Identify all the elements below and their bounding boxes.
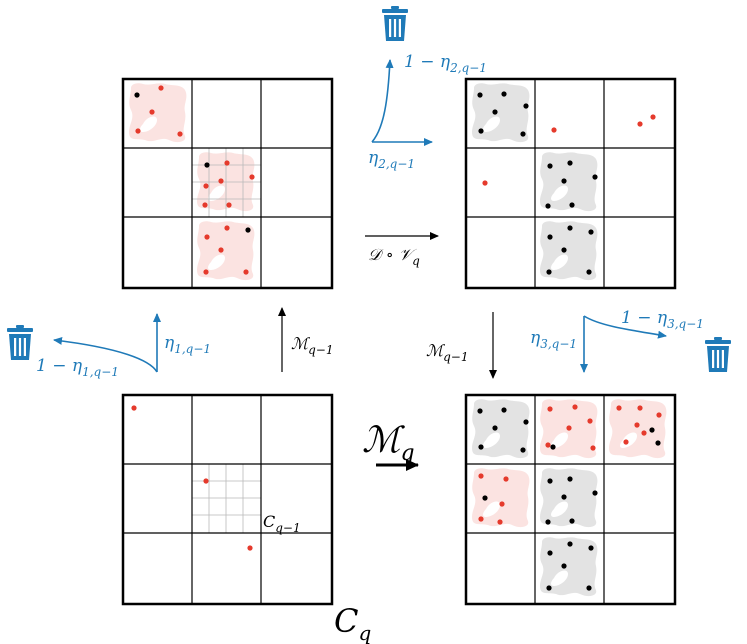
- particles: [477, 404, 662, 591]
- branch-eta2: 1 − η2,q−1 η2,q−1: [368, 6, 487, 171]
- trash-icon: [705, 337, 731, 372]
- c-q-minus-1-label: Cq−1: [263, 512, 301, 535]
- grid-top-left: [121, 77, 334, 290]
- particles: [477, 91, 656, 275]
- grid-top-right: [464, 77, 677, 290]
- dv-operator-label: 𝒟 ∘ 𝒱q: [368, 245, 420, 268]
- one-minus-eta3-label: 1 − η3,q−1: [621, 308, 704, 331]
- particles: [131, 405, 253, 551]
- branch-eta1: η1,q−1 1 − η1,q−1: [7, 313, 211, 379]
- eta1-label: η1,q−1: [164, 333, 211, 356]
- grid-bottom-left: [121, 393, 334, 606]
- grid-bottom-right: [464, 393, 677, 606]
- trash-icon: [382, 6, 408, 41]
- one-minus-eta2-label: 1 − η2,q−1: [404, 52, 487, 75]
- branch-eta3: 1 − η3,q−1 η3,q−1: [530, 308, 731, 373]
- m-prev-left-label: ℳq−1: [291, 334, 333, 357]
- fine-subgrid: [192, 464, 261, 533]
- eta2-label: η2,q−1: [368, 148, 415, 171]
- fine-subgrid: [192, 148, 261, 217]
- m-prev-left: ℳq−1: [278, 307, 333, 372]
- m-prev-right: ℳq−1: [426, 312, 497, 379]
- dv-operator: 𝒟 ∘ 𝒱q: [365, 232, 439, 268]
- m-prev-right-label: ℳq−1: [426, 341, 468, 364]
- trash-icon: [7, 325, 33, 360]
- particles: [134, 85, 255, 275]
- one-minus-eta1-label: 1 − η1,q−1: [36, 356, 119, 379]
- m-q-label: ℳq: [362, 420, 415, 466]
- eta3-label: η3,q−1: [530, 328, 577, 351]
- m-q-operator: ℳq: [362, 420, 419, 471]
- c-q-label: Cq: [334, 602, 371, 644]
